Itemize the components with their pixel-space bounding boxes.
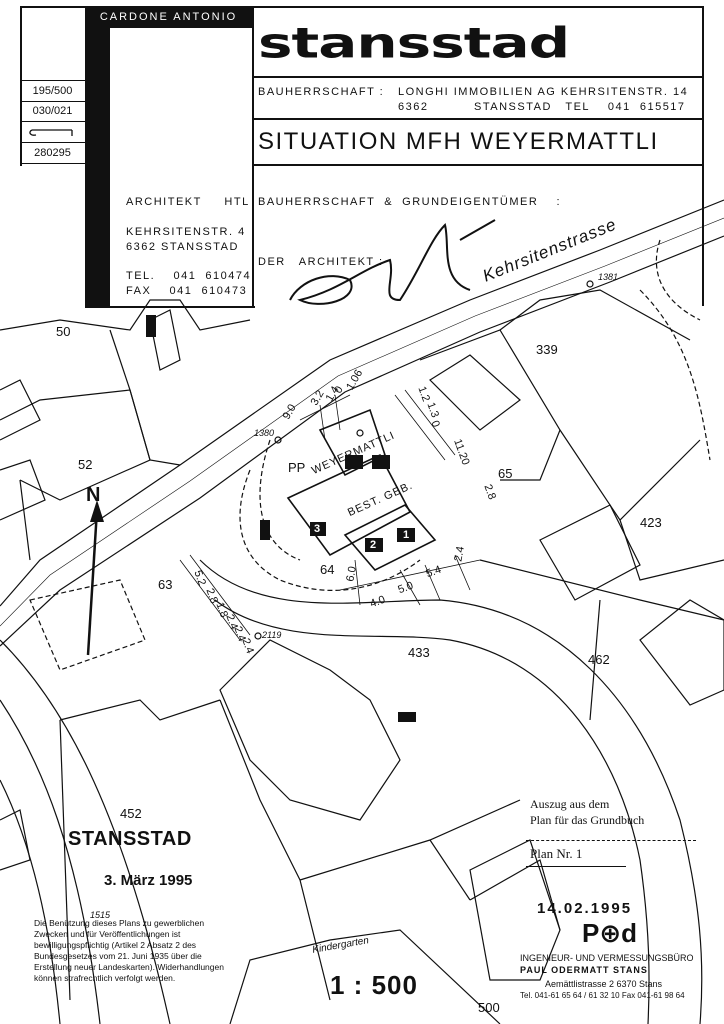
ref-number-3: 280295 (20, 143, 85, 164)
building-south (469, 839, 561, 981)
title-block-bottom-line (85, 306, 255, 308)
firm-name: CARDONE ANTONIO (85, 6, 252, 28)
firm-vertical-text: ARCHITEKTUR + INTERIOR DESIGN (179, 87, 191, 288)
road-west-3 (0, 779, 61, 1024)
building-number: 1 (403, 529, 410, 541)
ref-number-1: 195/500 (20, 80, 85, 102)
road-west-2 (0, 699, 101, 1024)
north-arrow-shaft (86, 509, 99, 656)
title-block-divider (252, 6, 254, 306)
divider-client (254, 118, 704, 120)
der-architekt-label: DER ARCHITEKT : (258, 256, 384, 268)
project-title: SITUATION MFH WEYERMATTLI (258, 128, 659, 155)
road-edge-south (0, 235, 724, 647)
parcel-label: 500 (478, 1000, 500, 1015)
parcel-label: 63 (158, 577, 173, 592)
parcel-label: 65 (498, 466, 513, 481)
road-center (0, 217, 724, 627)
point-number: 1515 (90, 910, 111, 920)
scale-label: 1 : 500 (330, 970, 418, 1000)
road-west-1 (0, 639, 171, 1024)
survey-office-line4: Tel. 041-61 65 64 / 61 32 10 Fax 041-61 … (520, 991, 685, 1000)
parcel-label: 50 (56, 324, 71, 339)
parcel-label: 52 (78, 457, 93, 472)
divider-logo (254, 76, 704, 78)
survey-office-line1: INGENIEUR- UND VERMESSUNGSBÜRO (520, 953, 694, 963)
parcel-label: 433 (408, 645, 430, 660)
client-line1: LONGHI IMMOBILIEN AG KEHRSITENSTR. 14 (398, 86, 689, 98)
parcel-label: 462 (588, 652, 610, 667)
place-stamp: STANSSTAD (68, 828, 192, 850)
divider-title (254, 164, 704, 166)
date-stamp: 3. März 1995 (104, 872, 193, 889)
parcel-label: 339 (536, 342, 558, 357)
title-block-frame (20, 6, 704, 306)
extract-divider (526, 840, 696, 841)
parcel-label: 452 (120, 806, 142, 821)
architect-street: KEHRSITENSTR. 4 (126, 226, 246, 238)
extract-stamp-line1: Auszug aus dem (530, 797, 610, 811)
parcel-label: 64 (320, 562, 335, 577)
ref-number-2: 030/021 (20, 101, 85, 122)
architect-city: 6362 STANSSTAD (126, 241, 239, 253)
building-433 (219, 639, 401, 821)
building-number: 2 (370, 539, 377, 551)
client-line2: 6362 STANSSTAD TEL 041 615517 (398, 101, 686, 113)
point-number: 1380 (254, 428, 275, 438)
architect-tel: TEL. 041 610474 (126, 270, 252, 282)
building-462 (639, 599, 724, 706)
plan-number: Plan Nr. 1 (530, 846, 583, 861)
pod-logo: P⊕d (582, 918, 638, 948)
ref-symbol (20, 122, 85, 143)
ref-symbol-icon (28, 129, 73, 136)
point-number: 1381 (598, 272, 619, 282)
north-label: N (86, 484, 101, 506)
access-road-inner (214, 599, 650, 1024)
building-339-area (429, 354, 521, 431)
legal-notice: Die Benützung dieses Plans zu gewerblich… (34, 918, 224, 983)
survey-office-line2: PAUL ODERMATT STANS (520, 965, 648, 975)
signature (289, 219, 496, 305)
firm-vertical-bar: ARCHITEKTUR + INTERIOR DESIGN (85, 28, 191, 306)
building-number: 3 (314, 523, 321, 535)
plan-number-underline (526, 866, 626, 867)
road-edge-north (0, 199, 724, 607)
logo-stansstad: stansstad (258, 18, 570, 68)
title-block-left-line (20, 6, 22, 166)
building-423 (539, 504, 641, 601)
access-road-outer (199, 559, 703, 1024)
point-number: 2119 (262, 630, 282, 640)
extract-stamp-line2: Plan für das Grundbuch (530, 813, 645, 827)
architect-title: ARCHITEKT HTL (126, 196, 250, 208)
parking-label: PP (288, 460, 306, 475)
north-arrow-head (90, 500, 104, 522)
survey-date: 14.02.1995 (537, 900, 633, 917)
parcel-label: 423 (640, 515, 662, 530)
survey-office-line3: Aemättlistrasse 2 6370 Stans (545, 979, 663, 989)
owner-label: BAUHERRSCHAFT & GRUNDEIGENTÜMER : (258, 196, 562, 208)
architect-fax: FAX 041 610473 (126, 285, 248, 297)
client-label: BAUHERRSCHAFT : (258, 86, 385, 98)
